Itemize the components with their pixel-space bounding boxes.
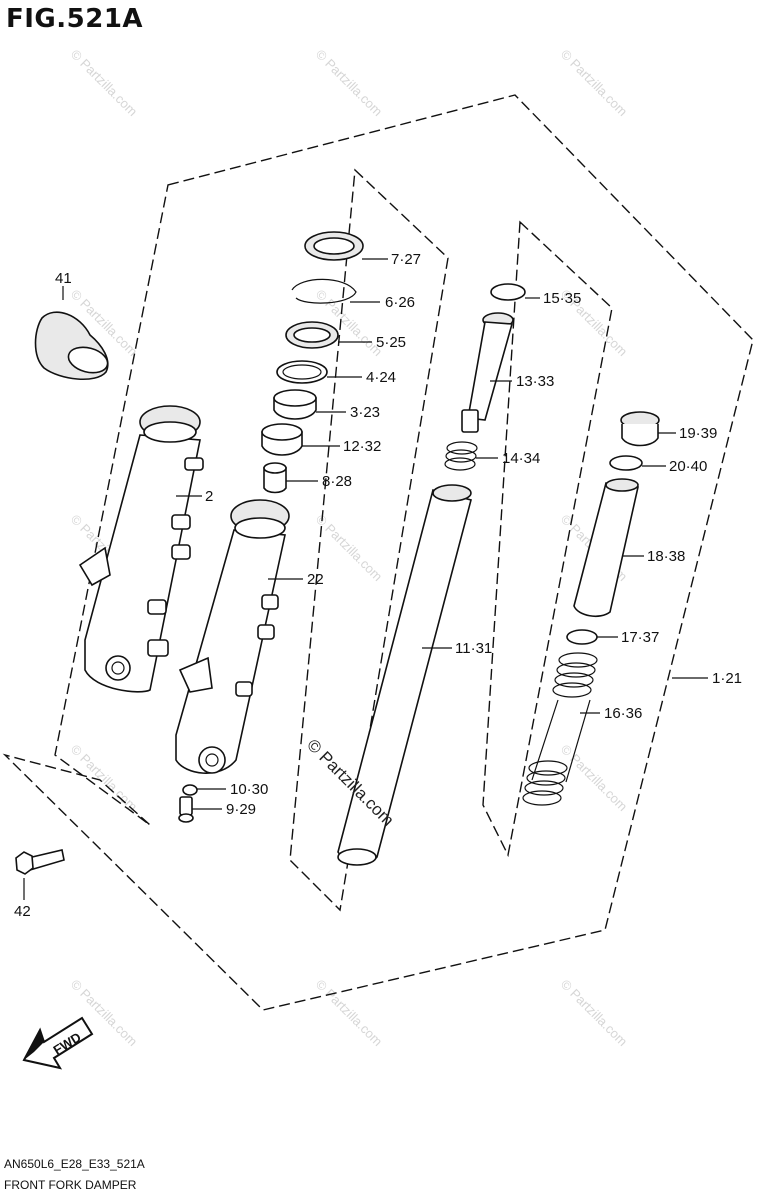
callout-41: 41 xyxy=(55,270,72,287)
callout-6-26: 6·26 xyxy=(385,294,415,311)
callout-3-23: 3·23 xyxy=(350,404,380,421)
part-13-damper-rod xyxy=(461,312,514,433)
part-41-guard xyxy=(34,311,109,381)
watermark: © Partzilla.com xyxy=(68,47,141,120)
callout-17-37: 17·37 xyxy=(621,629,659,646)
diagram-code: AN650L6_E28_E33_521A xyxy=(4,1157,145,1171)
part-9-bolt xyxy=(178,796,194,823)
part-2-outer-tube xyxy=(78,405,204,693)
watermark: © Partzilla.com xyxy=(313,47,386,120)
callout-8-28: 8·28 xyxy=(322,473,352,490)
figure-title: FIG.521A xyxy=(6,4,144,34)
part-4-washer xyxy=(276,360,328,384)
part-17-washer xyxy=(566,629,598,645)
part-20-o-ring xyxy=(609,455,643,471)
inner-tube-panel-outline xyxy=(289,168,449,912)
watermark: © Partzilla.com xyxy=(313,512,386,585)
assembly-outline-outer xyxy=(2,94,754,1011)
callout-7-27: 7·27 xyxy=(391,251,421,268)
callout-2: 2 xyxy=(205,488,213,505)
callout-15-35: 15·35 xyxy=(543,290,581,307)
part-15-ring xyxy=(490,283,526,301)
watermark: © Partzilla.com xyxy=(558,47,631,120)
fwd-arrow-icon: FWD xyxy=(22,1016,94,1070)
part-42-axle-bolt xyxy=(15,849,65,875)
part-10-washer xyxy=(182,784,198,796)
callout-14-34: 14·34 xyxy=(502,450,540,467)
watermark: © Partzilla.com xyxy=(558,742,631,815)
part-11-inner-tube xyxy=(337,484,472,866)
leader-lines xyxy=(23,258,708,900)
callout-16-36: 16·36 xyxy=(604,705,642,722)
callout-22: 22 xyxy=(307,571,324,588)
callout-labels: 41 2 22 7·27 6·26 5·25 4·24 3·23 12·32 8… xyxy=(14,251,742,920)
part-16-spring xyxy=(522,652,598,806)
part-19-cap-bolt xyxy=(620,411,660,447)
seal-stack xyxy=(261,231,364,494)
callout-13-33: 13·33 xyxy=(516,373,554,390)
part-8-spacer xyxy=(263,467,287,494)
watermark: © Partzilla.com xyxy=(313,977,386,1050)
part-6-circlip xyxy=(291,278,357,304)
watermark: © Partzilla.com xyxy=(68,742,141,815)
callout-18-38: 18·38 xyxy=(647,548,685,565)
watermark: © Partzilla.com xyxy=(558,977,631,1050)
part-14-spring xyxy=(444,441,478,471)
callout-12-32: 12·32 xyxy=(343,438,381,455)
callout-20-40: 20·40 xyxy=(669,458,707,475)
callout-19-39: 19·39 xyxy=(679,425,717,442)
damper-panel-outline xyxy=(482,220,613,858)
callout-1-21: 1·21 xyxy=(712,670,742,687)
diagram-name: FRONT FORK DAMPER xyxy=(4,1178,137,1192)
callout-9-29: 9·29 xyxy=(226,801,256,818)
part-22-outer-tube xyxy=(175,499,290,774)
callout-10-30: 10·30 xyxy=(230,781,268,798)
callout-11-31: 11·31 xyxy=(455,640,492,657)
callout-42: 42 xyxy=(14,903,31,920)
callout-5-25: 5·25 xyxy=(376,334,406,351)
part-18-spacer xyxy=(573,478,639,618)
callout-4-24: 4·24 xyxy=(366,369,396,386)
